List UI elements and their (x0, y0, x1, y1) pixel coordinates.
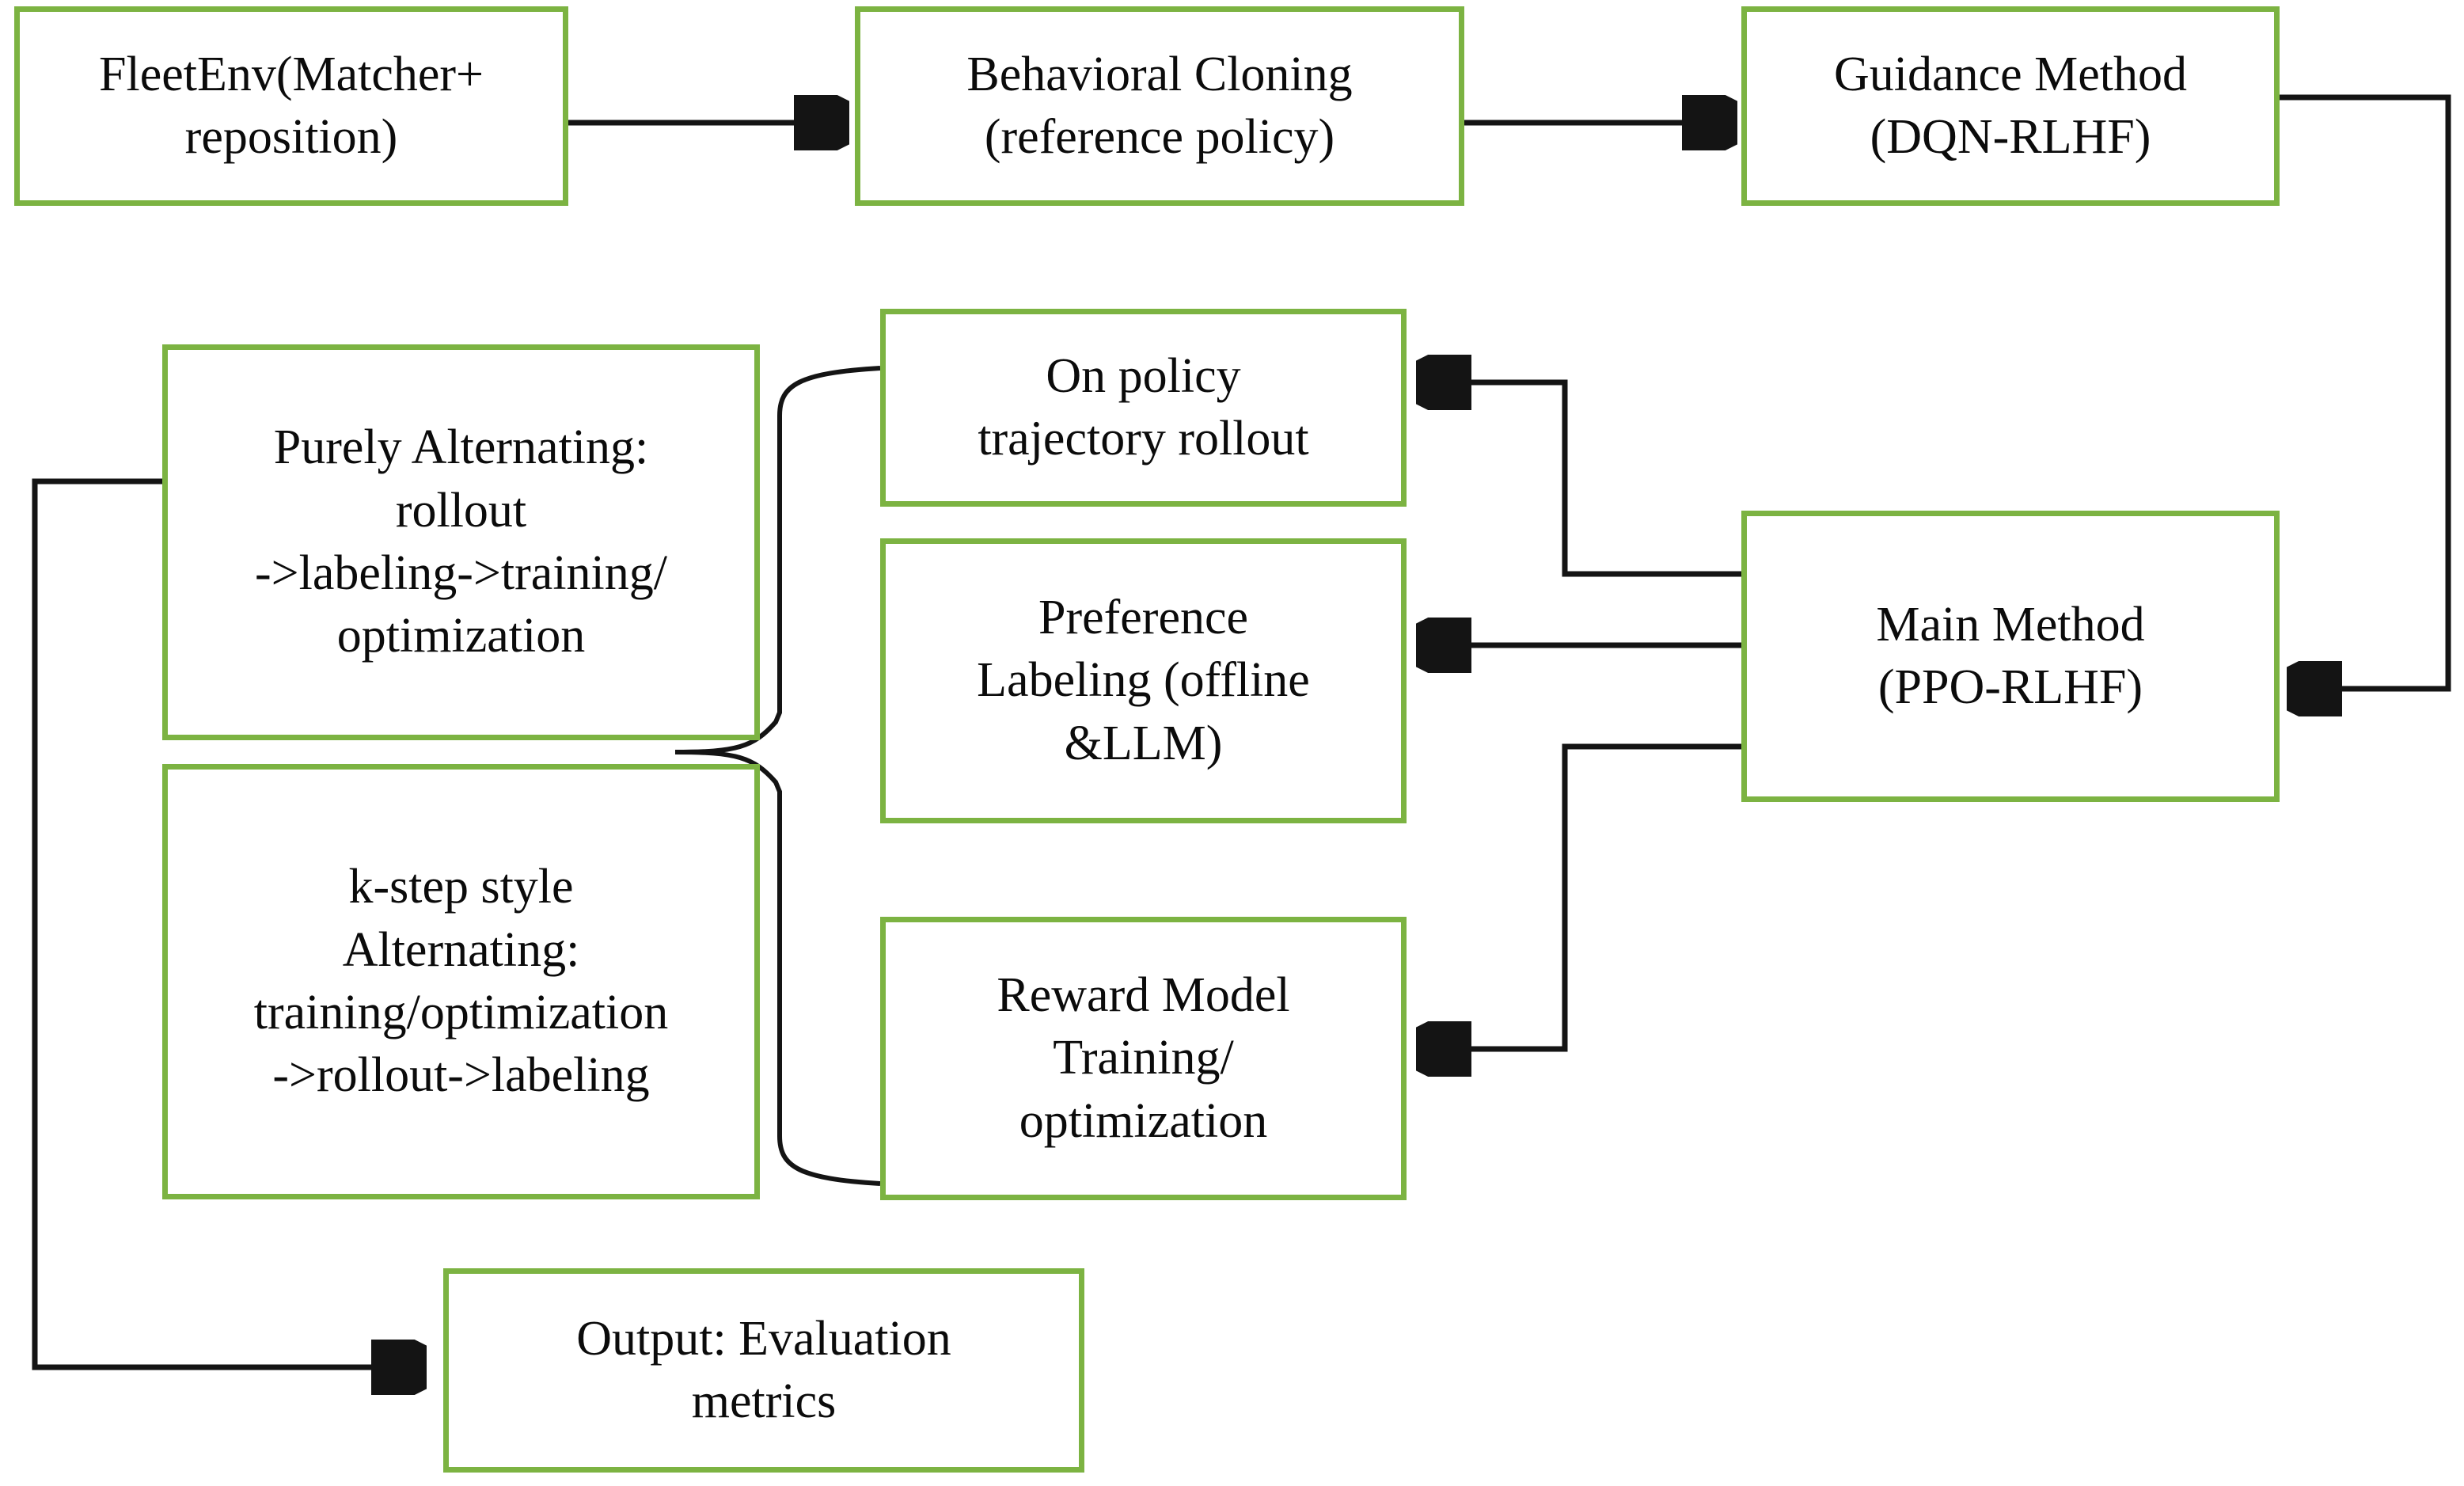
node-behavioral-cloning[interactable]: Behavioral Cloning (reference policy) (855, 6, 1464, 206)
node-output-evaluation-metrics[interactable]: Output: Evaluation metrics (443, 1268, 1084, 1473)
node-fleetenv[interactable]: FleetEnv(Matcher+ reposition) (14, 6, 568, 206)
node-main-method[interactable]: Main Method (PPO-RLHF) (1741, 511, 2280, 802)
node-purely-alternating[interactable]: Purely Alternating: rollout ->labeling->… (162, 344, 760, 740)
edge-mainmethod-to-onpolicy (1422, 382, 1741, 577)
node-reward-model-training[interactable]: Reward Model Training/ optimization (880, 917, 1407, 1200)
edge-guidance-to-mainmethod (2276, 94, 2451, 689)
node-guidance-method[interactable]: Guidance Method (DQN-RLHF) (1741, 6, 2280, 206)
node-preference-labeling[interactable]: Preference Labeling (offline &LLM) (880, 538, 1407, 823)
node-kstep-alternating[interactable]: k-step style Alternating: training/optim… (162, 764, 760, 1199)
node-on-policy-rollout[interactable]: On policy trajectory rollout (880, 309, 1407, 507)
edge-mainmethod-to-reward (1422, 743, 1741, 1049)
